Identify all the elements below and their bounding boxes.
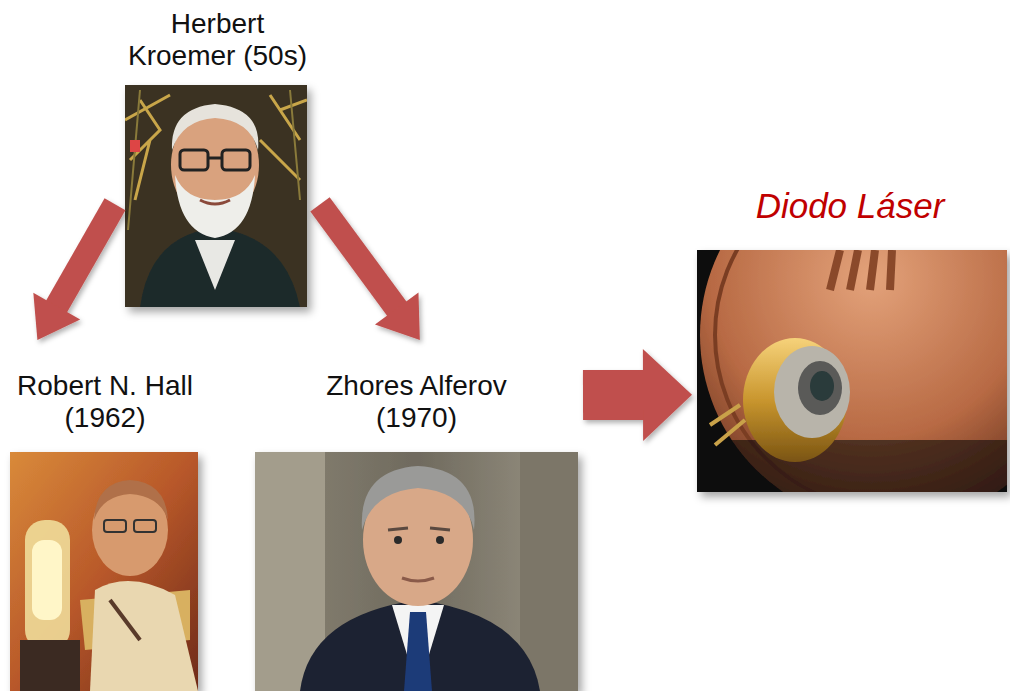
arrow-connector (320, 204, 420, 340)
person-photo-box: Zhores Alferov (1970) (250, 340, 583, 691)
arrow-head (375, 293, 420, 340)
arrow-shaft (56, 204, 115, 307)
person-photo-box: Herbert Kroemer (50s) (115, 8, 320, 310)
product-title: Diodo Láser (700, 186, 1000, 226)
hall-photo (10, 452, 198, 691)
arrow-shaft (583, 370, 644, 420)
person-name: Herbert Kroemer (50s) (120, 8, 315, 72)
arrow-connector (33, 204, 115, 340)
person-name: Robert N. Hall (1962) (5, 370, 205, 434)
arrow-shaft (320, 204, 397, 309)
alferov-photo (255, 452, 578, 691)
kroemer-photo (125, 85, 307, 307)
arrow-head (33, 293, 80, 340)
product-photo-box: Diodo Láser (692, 182, 1008, 495)
person-photo-box: Robert N. Hall (1962) (1, 340, 209, 691)
laser-diode-photo (697, 145, 1010, 525)
arrow-connector (583, 349, 692, 441)
person-name: Zhores Alferov (1970) (306, 370, 528, 434)
arrow-head (643, 349, 692, 441)
